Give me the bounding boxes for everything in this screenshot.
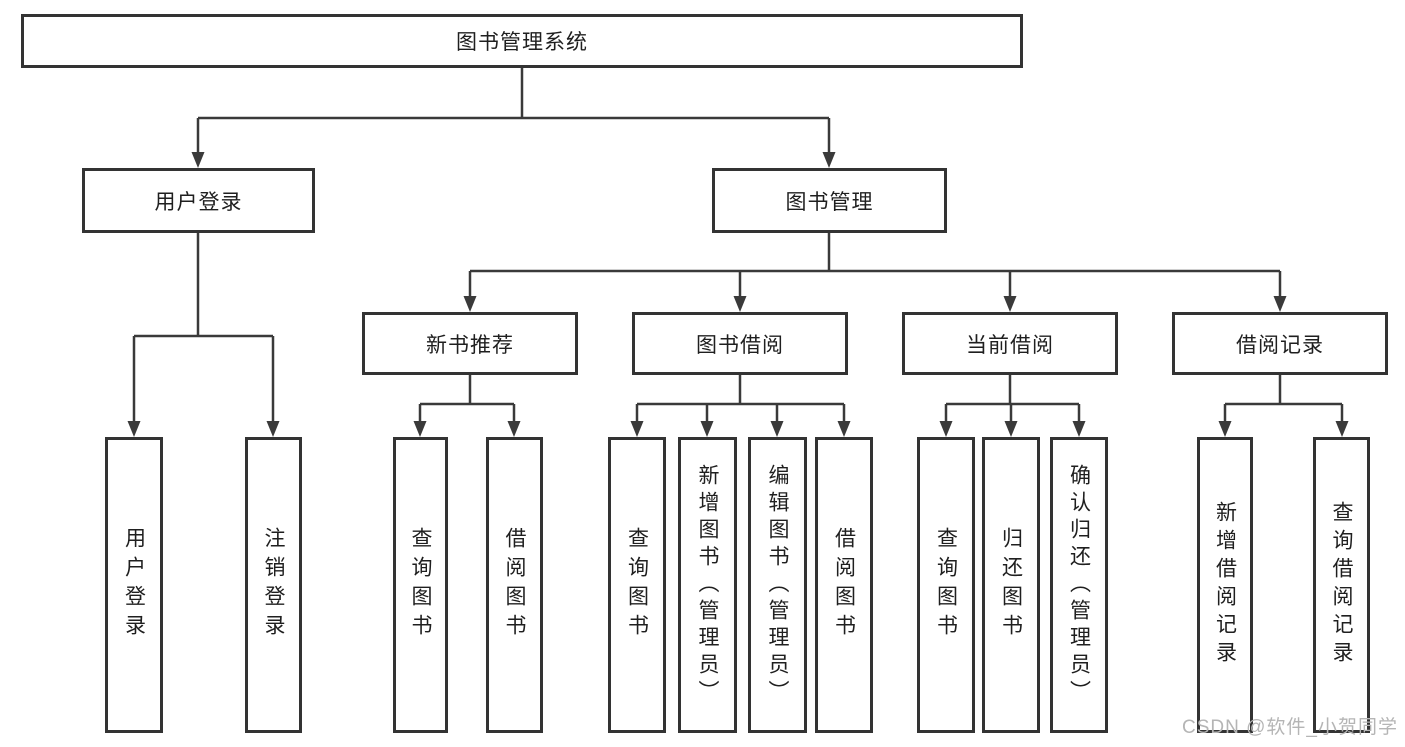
leaf-query-borrow-record: 查询借阅记录 bbox=[1313, 437, 1370, 733]
leaf-logout: 注销登录 bbox=[245, 437, 302, 733]
leaf-query-books-borrowing: 查询图书 bbox=[608, 437, 666, 733]
leaf-user-login: 用户登录 bbox=[105, 437, 163, 733]
node-borrowing-records: 借阅记录 bbox=[1172, 312, 1388, 375]
node-book-management: 图书管理 bbox=[712, 168, 947, 233]
node-book-borrowing: 图书借阅 bbox=[632, 312, 848, 375]
leaf-edit-book-admin: 编辑图书（管理员） bbox=[748, 437, 807, 733]
leaf-query-books-current: 查询图书 bbox=[917, 437, 975, 733]
node-new-book-recommendation: 新书推荐 bbox=[362, 312, 578, 375]
leaf-borrow-books-borrowing: 借阅图书 bbox=[815, 437, 873, 733]
node-library-management-system: 图书管理系统 bbox=[21, 14, 1023, 68]
csdn-watermark: CSDN @软件_小贺同学 bbox=[1182, 717, 1398, 738]
leaf-borrow-books-recommend: 借阅图书 bbox=[486, 437, 543, 733]
node-current-borrowing: 当前借阅 bbox=[902, 312, 1118, 375]
leaf-return-books: 归还图书 bbox=[982, 437, 1040, 733]
arrowheads bbox=[127, 152, 1349, 437]
leaf-add-book-admin: 新增图书（管理员） bbox=[678, 437, 737, 733]
node-user-login: 用户登录 bbox=[82, 168, 315, 233]
leaf-confirm-return-admin: 确认归还（管理员） bbox=[1050, 437, 1108, 733]
leaf-add-borrow-record: 新增借阅记录 bbox=[1197, 437, 1253, 733]
leaf-query-books-recommend: 查询图书 bbox=[393, 437, 448, 733]
